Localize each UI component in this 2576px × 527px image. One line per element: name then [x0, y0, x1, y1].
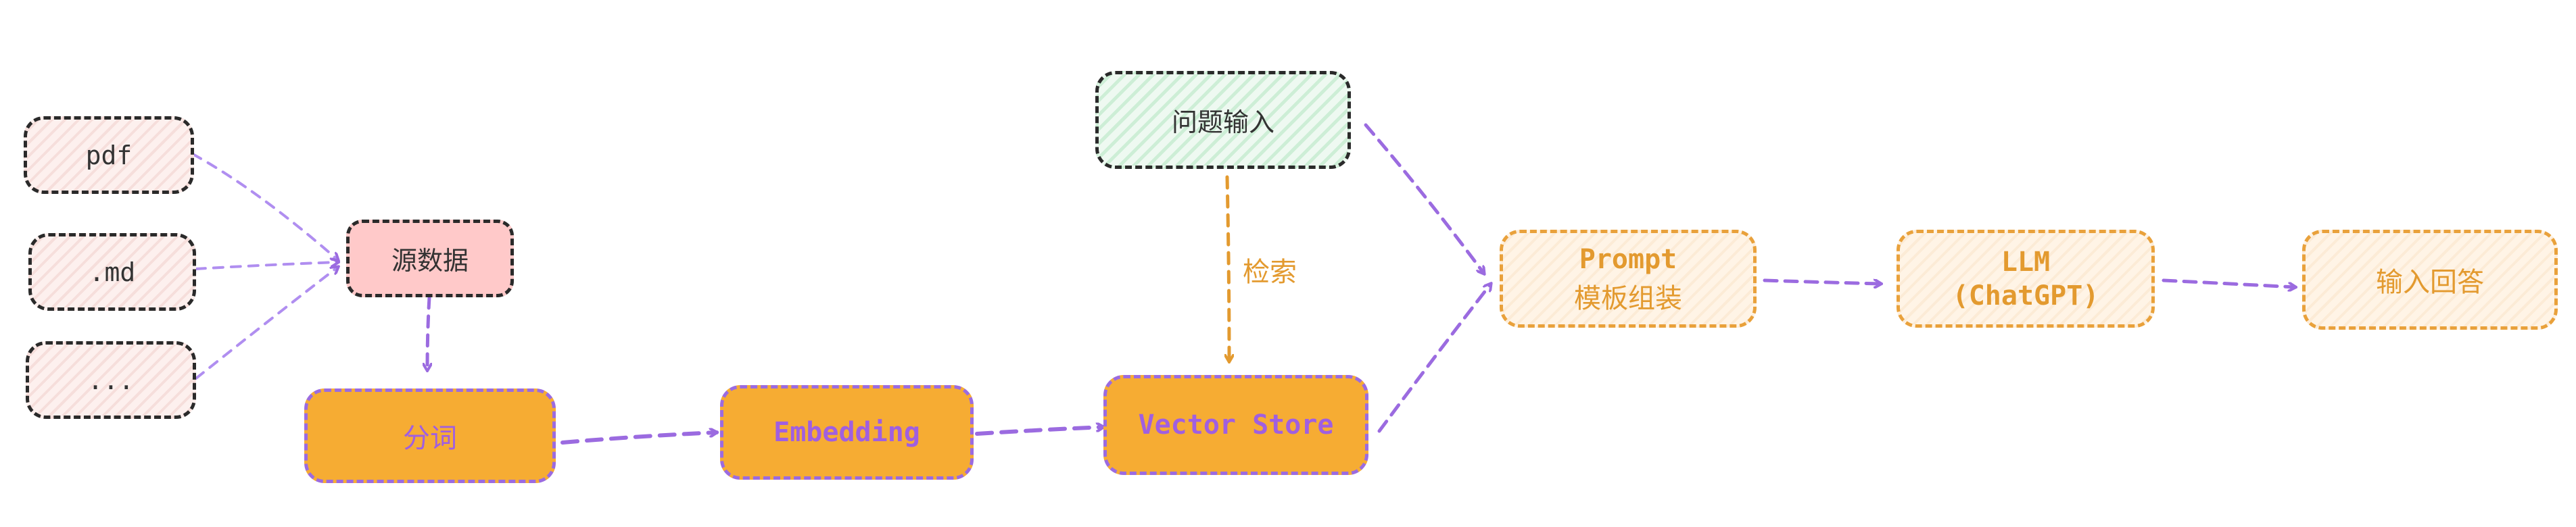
source-data-node: 源数据 — [346, 220, 514, 297]
vector-store-node: Vector Store — [1103, 375, 1368, 475]
arrow-source-data-to-tokenize — [427, 295, 429, 370]
tokenize-node: 分词 — [304, 388, 556, 483]
prompt-label-line2: 模板组装 — [1574, 282, 1682, 314]
arrow-question-to-prompt — [1364, 123, 1484, 274]
prompt-label-line1: Prompt — [1579, 243, 1677, 275]
arrow-embedding-to-vector-store — [975, 427, 1103, 436]
arrow-prompt-to-llm — [1763, 278, 1881, 284]
source-more-label: ... — [87, 365, 135, 395]
tokenize-label: 分词 — [403, 423, 457, 454]
vector-store-label: Vector Store — [1138, 409, 1334, 441]
source-data-label: 源数据 — [391, 246, 469, 276]
answer-label: 输入回答 — [2376, 267, 2484, 298]
arrow-tokenize-to-embedding — [560, 432, 717, 445]
arrow-pdf-to-source-data — [191, 153, 338, 260]
arrow-more-to-source-data — [195, 267, 338, 380]
retrieve-label: 检索 — [1243, 257, 1297, 288]
arrow-question-to-vector-store — [1227, 175, 1229, 361]
source-md-label: .md — [89, 257, 136, 287]
arrow-md-to-source-data — [195, 262, 338, 270]
source-pdf-label: pdf — [85, 140, 133, 170]
llm-label-line2: (ChatGPT) — [1952, 280, 2099, 311]
prompt-node: Prompt 模板组装 — [1500, 230, 1757, 328]
question-input-label: 问题输入 — [1171, 107, 1274, 137]
embedding-label: Embedding — [773, 417, 920, 448]
source-pdf-node: pdf — [24, 116, 194, 194]
source-md-node: .md — [28, 233, 196, 311]
llm-node: LLM (ChatGPT) — [1897, 230, 2155, 328]
arrow-vector-store-to-prompt — [1377, 284, 1491, 433]
arrow-llm-to-answer — [2162, 278, 2295, 287]
llm-label-line1: LLM — [2001, 246, 2051, 278]
embedding-node: Embedding — [720, 385, 974, 480]
answer-node: 输入回答 — [2302, 230, 2558, 330]
source-more-node: ... — [26, 341, 196, 419]
question-input-node: 问题输入 — [1095, 71, 1351, 169]
